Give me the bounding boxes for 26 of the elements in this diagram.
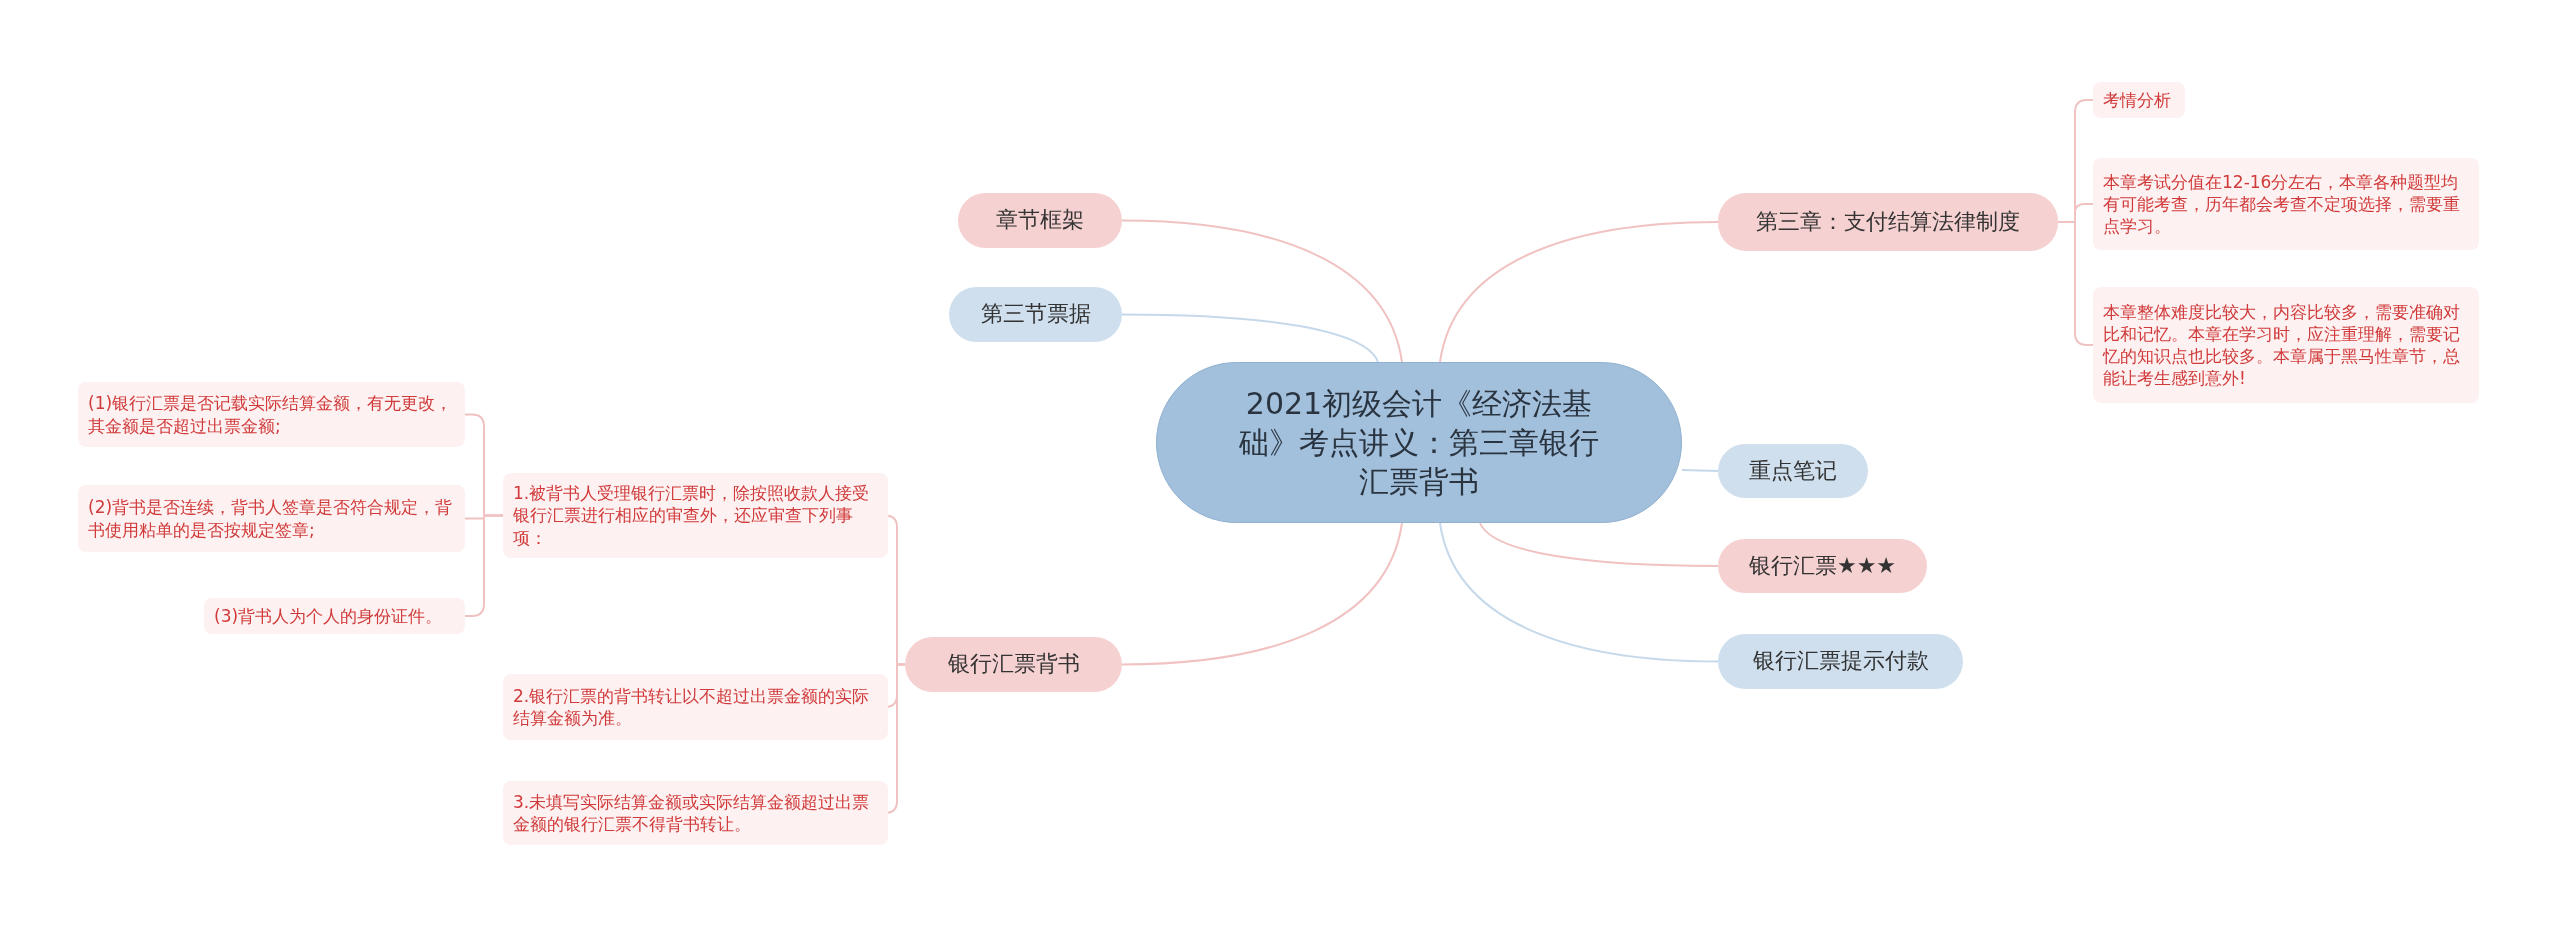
connector-line: [1479, 522, 1719, 567]
note-box: 本章考试分值在12-16分左右，本章各种题型均有可能考查，历年都会考查不定项选择，需要重点学习。: [2093, 158, 2479, 250]
topic-box: 银行汇票★★★: [1718, 539, 1927, 593]
connector-line: [2057, 221, 2094, 346]
connector-line: [1121, 313, 1379, 363]
central-topic: 2021初级会计《经济法基础》考点讲义：第三章银行汇票背书: [1156, 362, 1682, 523]
connector-line: [1681, 469, 1719, 472]
note-box: 考情分析: [2093, 82, 2185, 118]
topic-box: 银行汇票背书: [905, 637, 1122, 692]
topic-box: 第三节票据: [949, 287, 1122, 342]
topic-box: 章节框架: [958, 193, 1122, 248]
topic-box: 第三章：支付结算法律制度: [1718, 193, 2058, 251]
connector-line: [464, 514, 504, 617]
topic-box: 重点笔记: [1718, 444, 1868, 498]
connector-line: [1439, 221, 1719, 363]
connector-line: [1121, 522, 1403, 666]
note-box: 3.未填写实际结算金额或实际结算金额超过出票金额的银行汇票不得背书转让。: [503, 781, 888, 845]
topic-box: 银行汇票提示付款: [1718, 634, 1963, 689]
note-box: (2)背书是否连续，背书人签章是否符合规定，背书使用粘单的是否按规定签章;: [78, 485, 465, 552]
note-box: 1.被背书人受理银行汇票时，除按照收款人接受银行汇票进行相应的审查外，还应审查下列事项：: [503, 473, 888, 558]
note-box: 本章整体难度比较大，内容比较多，需要准确对比和记忆。本章在学习时，应注重理解，需要记忆的知识点也比较多。本章属于黑马性章节，总能让考生感到意外!: [2093, 287, 2479, 403]
note-box: (3)背书人为个人的身份证件。: [204, 598, 465, 634]
connector-line: [1121, 219, 1403, 363]
note-box: (1)银行汇票是否记载实际结算金额，有无更改，其金额是否超过出票金额;: [78, 382, 465, 447]
note-box: 2.银行汇票的背书转让以不超过出票金额的实际结算金额为准。: [503, 674, 888, 740]
connector-line: [1439, 522, 1719, 663]
